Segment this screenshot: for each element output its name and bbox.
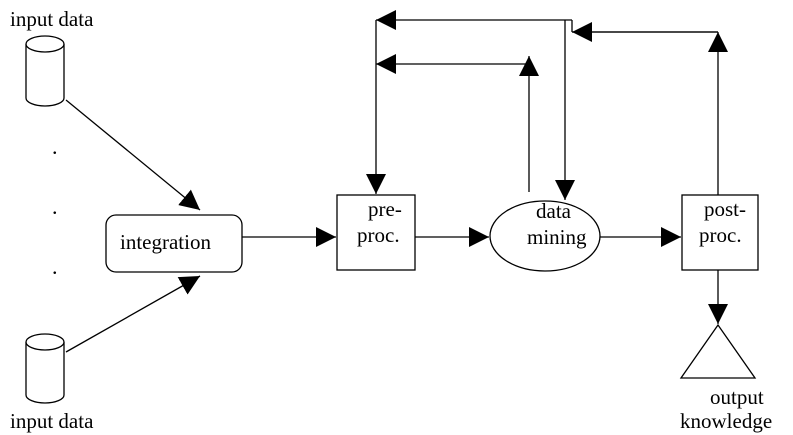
data-mining-label-line2: mining [527, 225, 587, 249]
integration-label: integration [120, 230, 211, 254]
feedback-top-line-to-preproc [377, 20, 572, 32]
postproc-label-line2: proc. [699, 223, 742, 247]
output-label-line1: output [710, 385, 764, 409]
preproc-label-line2: proc. [357, 223, 400, 247]
arrow-db-top-to-integration [65, 99, 201, 211]
output-knowledge-triangle [679, 323, 757, 379]
postproc-label-line1: post- [704, 197, 746, 221]
input-database-bottom [25, 333, 65, 404]
data-mining-ellipse [489, 200, 601, 272]
arrow-db-bottom-to-integration [65, 275, 201, 353]
postproc-box [681, 194, 759, 271]
input-data-bottom-label: input data [10, 409, 94, 433]
ellipsis-dot-1: . [52, 134, 58, 159]
output-label-line2: knowledge [680, 409, 773, 433]
input-database-top [25, 35, 65, 107]
input-data-top-label: input data [10, 7, 94, 31]
ellipsis-dot-2: . [52, 194, 58, 219]
integration-box [105, 214, 243, 273]
preproc-box [336, 194, 416, 271]
preproc-label-line1: pre- [368, 197, 402, 221]
data-mining-label-line1: data [536, 199, 571, 223]
ellipsis-dot-3: . [52, 254, 58, 279]
